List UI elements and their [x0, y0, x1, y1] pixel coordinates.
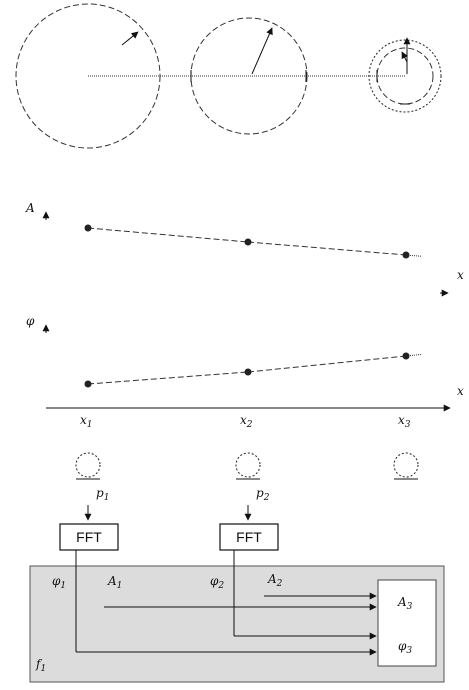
- x-axis-label-upper: x: [457, 268, 464, 282]
- amplitude-plot: A x: [25, 201, 464, 297]
- phase-point-3: [402, 352, 410, 360]
- microphone-1-icon: [75, 452, 101, 478]
- phasor-arrow-2: [251, 27, 273, 75]
- sensor-3: x3: [393, 413, 419, 480]
- phase-marks: [84, 352, 423, 388]
- amplitude-segment-1: [87, 227, 249, 243]
- pressure-1-label: p1: [96, 486, 109, 503]
- fft-block-2-label: FFT: [236, 529, 262, 545]
- output-box: [377, 579, 437, 667]
- phase-2-label: φ2: [210, 574, 224, 591]
- fft-block-2-box: [219, 523, 279, 551]
- phase-1-label: φ1: [52, 574, 66, 591]
- amplitude-marks: [84, 224, 423, 259]
- output-phase-label: φ3: [398, 639, 412, 656]
- phasor-arrow-3-short: [401, 51, 408, 63]
- sensor-1: x1 p1: [75, 413, 109, 521]
- phase-plot: φ x: [26, 314, 464, 412]
- phase-point-2: [244, 368, 252, 376]
- sensor-2-position-label: x2: [240, 413, 253, 430]
- amplitude-point-3: [402, 251, 410, 259]
- phase-axis-label: φ: [26, 314, 35, 328]
- amplitude-axis-label: A: [25, 201, 35, 215]
- amplitude-1-label: A1: [107, 574, 122, 591]
- amplitude-point-1: [84, 224, 92, 232]
- fft-block-2: FFT: [219, 523, 279, 551]
- phase-segment-2: [247, 355, 407, 373]
- microphone-2-icon: [235, 452, 261, 478]
- output-amplitude-label: A3: [397, 595, 413, 612]
- amplitude-segment-2: [247, 241, 407, 256]
- frequency-label: f1: [35, 657, 46, 674]
- processing-box: φ1 A1 φ2 A2 A3 φ3 f1: [29, 550, 445, 683]
- amplitude-point-2: [244, 238, 252, 246]
- sensor-1-position-label: x1: [80, 413, 93, 430]
- pressure-2-label: p2: [256, 486, 270, 503]
- sensor-2: x2 p2: [235, 413, 270, 521]
- sensor-3-position-label: x3: [398, 413, 411, 430]
- fft-block-1-label: FFT: [76, 529, 102, 545]
- amplitude-2-label: A2: [267, 572, 283, 589]
- processing-box-background: [29, 565, 445, 683]
- phasor-circles: [15, 3, 442, 149]
- fft-block-1: FFT: [59, 523, 119, 551]
- microphone-3-icon: [393, 452, 419, 478]
- fft-block-1-box: [59, 523, 119, 551]
- phase-point-1: [84, 380, 92, 388]
- phasor-arrow-1: [121, 31, 139, 46]
- phase-segment-1: [87, 371, 249, 385]
- phasor-circle-3-inner: [376, 47, 434, 105]
- x-axis-label-lower: x: [457, 384, 464, 398]
